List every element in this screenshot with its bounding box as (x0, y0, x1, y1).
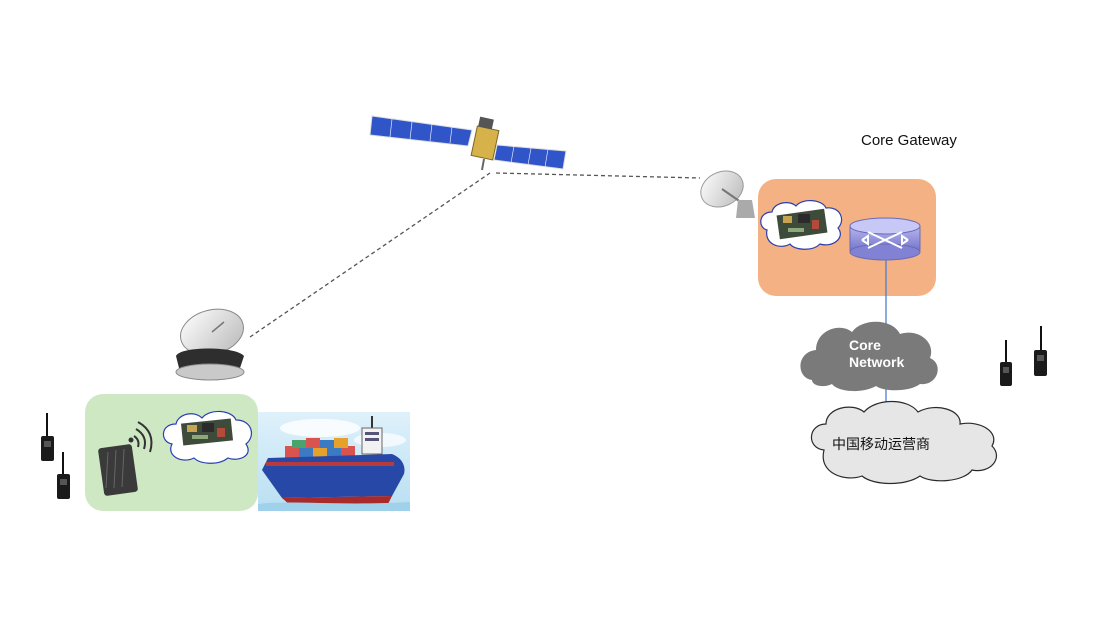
circuit-board-icon (180, 418, 234, 446)
ship-icon (258, 412, 410, 511)
ship-satellite-link (249, 172, 491, 338)
satellite-gateway-link (495, 172, 701, 179)
carrier-cloud (810, 401, 998, 485)
core-network-line1: Core (849, 337, 881, 353)
carrier-label: 中国移动运营商 (832, 437, 930, 453)
walkie-talkie-icon (41, 413, 54, 461)
core-network-line2: Network (849, 354, 905, 370)
satellite-icon (369, 115, 567, 171)
walkie-talkie-icon (1000, 340, 1012, 386)
dish-antenna-icon (175, 308, 245, 381)
core-network-label: Core Network (849, 337, 904, 371)
satellite-links (249, 172, 701, 338)
walkie-talkie-icon (57, 452, 70, 499)
base-station-icon (98, 421, 153, 496)
core-network-cloud (800, 321, 938, 392)
cargo-containers (285, 438, 355, 458)
dish-antenna-icon (700, 170, 755, 218)
core-gateway-title: Core Gateway (861, 132, 957, 149)
circuit-board-icon (776, 208, 828, 240)
router-icon (849, 217, 921, 261)
walkie-talkie-icon (1034, 326, 1047, 376)
